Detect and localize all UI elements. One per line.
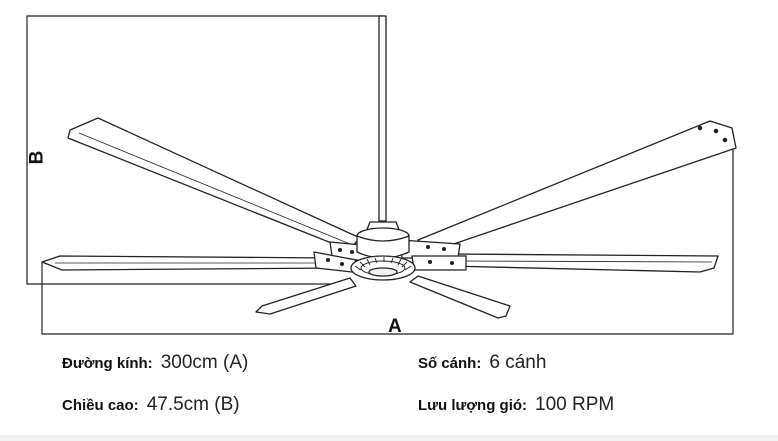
motor-bottom: [368, 267, 398, 277]
spec-height-label: Chiều cao:: [62, 397, 139, 414]
motor-housing: [356, 235, 410, 259]
spec-diameter-label: Đường kính:: [62, 355, 153, 372]
spec-blades: Số cánh: 6 cánh: [418, 352, 546, 374]
spec-diameter-value: 300cm (A): [160, 352, 249, 373]
bottom-divider: [0, 435, 778, 441]
spec-diameter: Đường kính: 300cm (A): [62, 352, 248, 374]
diameter-dimension-line: [41, 135, 734, 335]
spec-height: Chiều cao: 47.5cm (B): [62, 394, 240, 416]
fan-blade: [409, 275, 511, 319]
spec-blades-value: 6 cánh: [489, 352, 547, 373]
fan-blade: [67, 117, 361, 251]
spec-airflow: Lưu lượng gió: 100 RPM: [418, 394, 614, 416]
fan-blade: [255, 277, 357, 315]
fan-blade: [447, 253, 719, 273]
height-marker-label: B: [26, 150, 48, 165]
height-dimension-line: [26, 15, 383, 285]
diameter-marker-label: A: [388, 316, 402, 337]
fan-blade: [41, 255, 339, 271]
spec-height-value: 47.5cm (B): [146, 394, 240, 415]
spec-airflow-value: 100 RPM: [535, 394, 615, 415]
fan-body: [41, 15, 737, 319]
spec-table: Đường kính: 300cm (A) Chiều cao: 47.5cm …: [0, 340, 778, 441]
motor-vents: [354, 257, 412, 271]
dimension-lines: [26, 15, 734, 335]
spec-airflow-label: Lưu lượng gió:: [418, 397, 528, 414]
spec-blades-label: Số cánh:: [418, 355, 482, 372]
fan-blade: [417, 120, 737, 253]
downrod: [378, 15, 387, 222]
blade-mounts: [313, 239, 467, 273]
